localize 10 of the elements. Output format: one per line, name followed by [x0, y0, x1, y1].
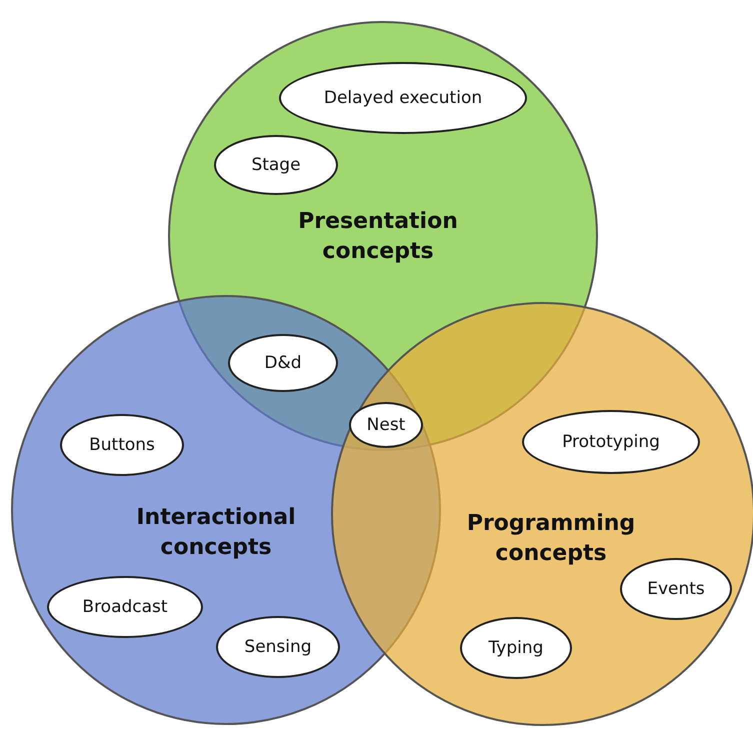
concept-ellipse: Events — [620, 558, 732, 620]
concept-ellipse: Sensing — [216, 616, 340, 678]
concept-ellipse: Broadcast — [47, 576, 203, 638]
concept-ellipse: Buttons — [60, 414, 184, 476]
concept-ellipse: Stage — [214, 135, 338, 195]
concept-ellipse: Typing — [460, 617, 572, 679]
set-title: Presentation concepts — [297, 208, 459, 266]
concept-ellipse: Delayed execution — [279, 62, 527, 134]
concept-ellipse: Prototyping — [522, 410, 700, 474]
set-title: Interactional concepts — [135, 504, 297, 562]
